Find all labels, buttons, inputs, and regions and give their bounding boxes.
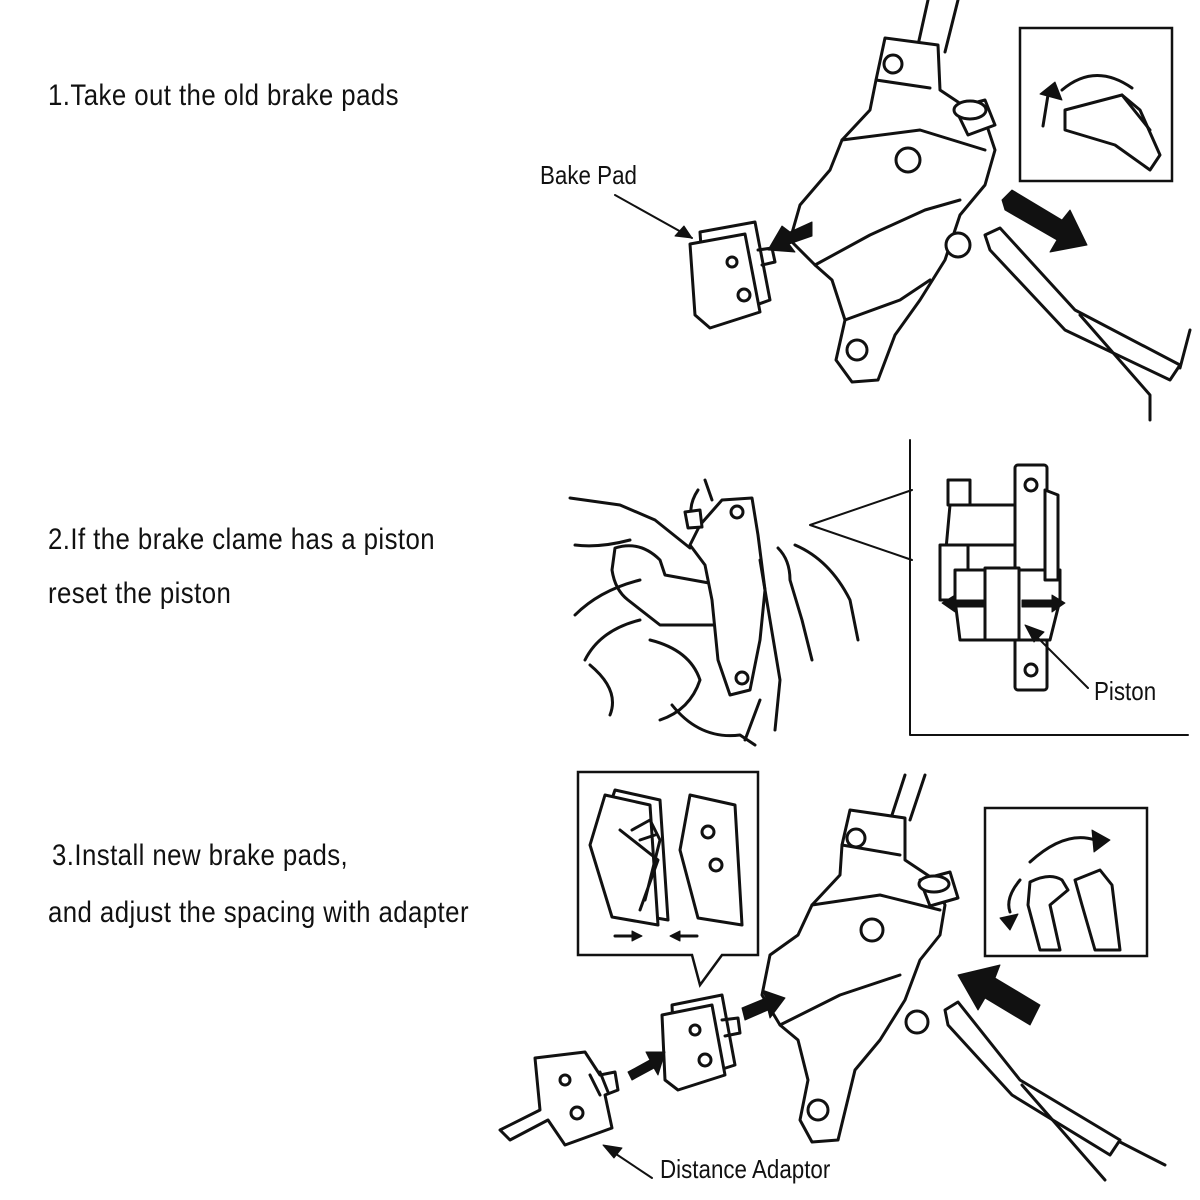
piston-label: Piston [1094, 676, 1157, 706]
step-3-text-line2: and adjust the spacing with adapter [48, 896, 469, 929]
distance-adaptor-label: Distance Adaptor [660, 1154, 831, 1184]
step-1-illustration [614, 0, 1192, 422]
step-2-text-line2: reset the piston [48, 577, 232, 610]
brake-pad-label: Bake Pad [540, 160, 637, 190]
step-1-text: 1.Take out the old brake pads [48, 79, 399, 112]
step-2-text-line1: 2.If the brake clame has a piston [48, 523, 436, 556]
step-2-illustration [568, 439, 1189, 747]
step-3-illustration [498, 770, 1167, 1182]
step-3-text-line1: 3.Install new brake pads, [52, 839, 349, 872]
